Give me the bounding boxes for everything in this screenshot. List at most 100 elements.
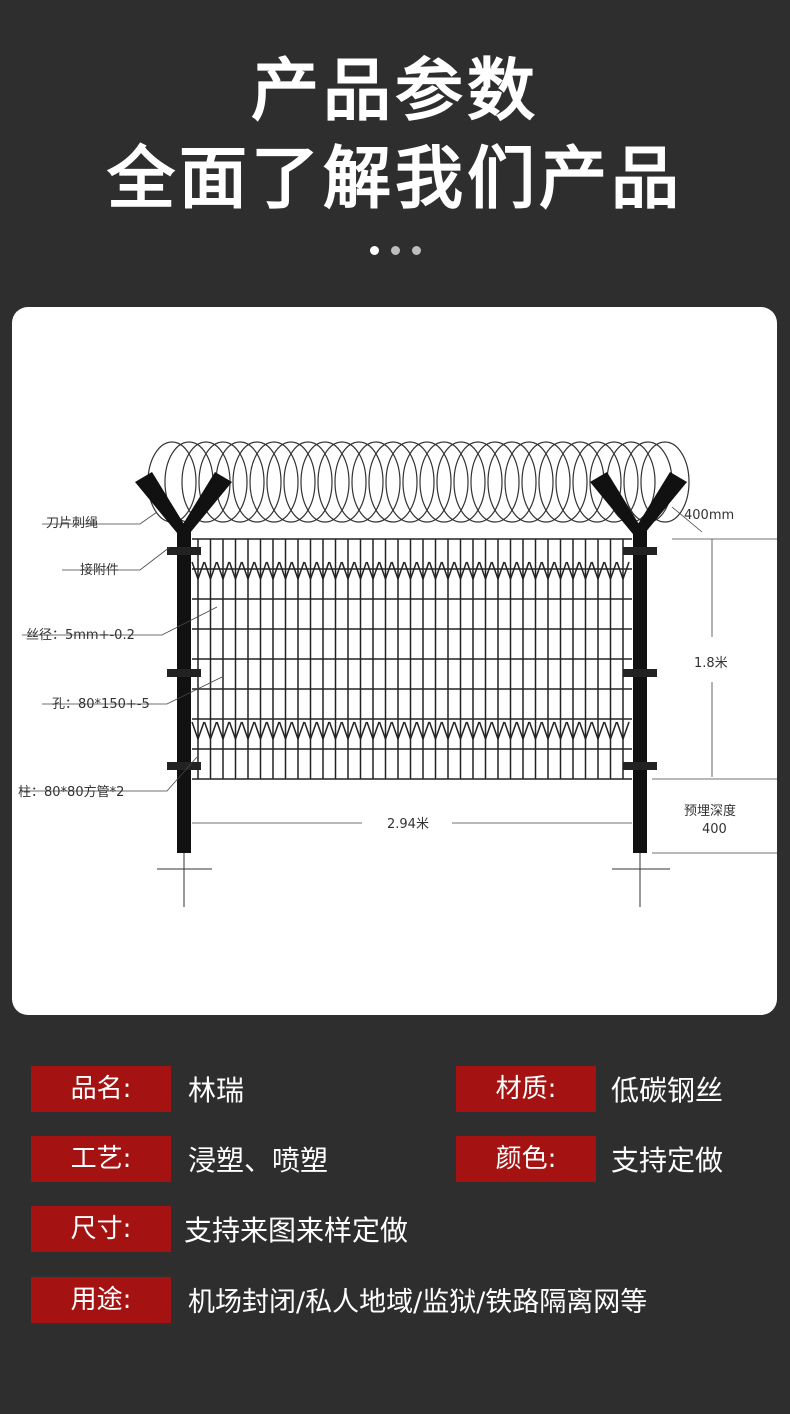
mesh-bend [234,561,243,580]
mesh-bend [322,561,330,580]
razor-coil-loop [487,441,537,523]
spec-label-color: 颜色: [456,1136,596,1182]
left-post [177,525,191,853]
mesh-bend [334,561,343,580]
mesh-bend [259,561,268,580]
right-post-arm [590,472,642,539]
razor-coil-loop [283,441,333,523]
mesh-bend [303,561,312,580]
connector-clip [623,547,657,555]
left-post-arm [135,472,187,539]
mesh-bend [241,721,249,740]
mesh-bend [578,561,587,580]
mesh-bend [247,561,255,580]
right-post [633,525,647,853]
mesh-bend [547,561,555,580]
mesh-bend [309,561,318,580]
mesh-bend [266,561,274,580]
razor-coil-loop [470,441,520,523]
mesh-bend [366,721,374,740]
mesh-bend [459,561,468,580]
mesh-bend [353,721,362,740]
mesh-bend [497,721,505,740]
mesh-bend [347,561,355,580]
mesh-bend [603,721,612,740]
spec-label-material: 材质: [456,1066,596,1112]
mesh-bend [209,721,218,740]
mesh-bend [566,561,574,580]
label-mesh-hole: 孔：80*150+-5 [52,697,150,712]
spec-label-size: 尺寸: [31,1206,171,1252]
mesh-bend [372,721,380,740]
mesh-bend [409,721,418,740]
mesh-bend [353,561,362,580]
razor-coil-loop [572,441,622,523]
mesh-bend [284,561,293,580]
mesh-bend [578,721,587,740]
mesh-bend [359,561,368,580]
mesh-bend [191,721,199,740]
mesh-bend [416,561,424,580]
mesh-bend [391,721,399,740]
carousel-dot[interactable] [411,246,421,255]
mesh-bend [428,721,437,740]
mesh-bend [397,561,405,580]
mesh-bend [559,721,568,740]
connector-clip [623,762,657,770]
razor-coil-loop [351,441,401,523]
label-height: 1.8米 [694,656,728,671]
mesh-bend [616,721,624,740]
mesh-bend [222,721,230,740]
mesh-bend [228,721,237,740]
spec-label-process: 工艺: [31,1136,171,1182]
mesh-bend [266,721,274,740]
mesh-bend [284,721,293,740]
mesh-bend [484,561,493,580]
page-title-line1: 产品参数 [250,52,539,131]
razor-coil-loop [198,441,248,523]
mesh-bend [316,721,324,740]
spec-value-process: 浸塑、喷塑 [188,1144,329,1177]
mesh-bend [328,721,337,740]
mesh-bend [484,721,493,740]
razor-coil-loop [385,441,435,523]
mesh-bend [291,561,299,580]
label-razor-wire: 刀片刺绳 [46,516,98,531]
mesh-bend [497,561,505,580]
mesh-bend [328,561,337,580]
mesh-bend [509,561,518,580]
mesh-bend [359,721,368,740]
mesh-bend [297,721,305,740]
mesh-bend [459,721,468,740]
mesh-bend [472,721,480,740]
mesh-bend [522,561,530,580]
mesh-bend [416,721,424,740]
ground-marks [157,853,670,907]
carousel-dot[interactable] [390,246,400,255]
mesh-bend [297,561,305,580]
mesh-bend [441,561,449,580]
mesh-bend [347,721,355,740]
mesh-bend [409,561,418,580]
mesh-bend [466,561,474,580]
mesh-bend [447,561,455,580]
mesh-bend [503,721,512,740]
razor-coil-loop [453,441,503,523]
mesh-bend [253,721,262,740]
mesh-bend [209,561,218,580]
connector-clip [167,547,201,555]
razor-coil-loop [232,441,282,523]
razor-coil-loop [504,441,554,523]
mesh-bend [216,721,224,740]
mesh-bend [241,561,249,580]
mesh-bend [228,561,237,580]
mesh-bend [584,721,593,740]
mesh-bend [322,721,330,740]
label-wire-diameter: 丝径：5mm+-0.2 [26,628,135,643]
label-connector: 接附件 [80,562,119,578]
mesh-bend [453,561,462,580]
mesh-bend [622,561,630,580]
mesh-bend [616,561,624,580]
mesh-bend [534,561,543,580]
carousel-dot[interactable] [369,246,379,255]
